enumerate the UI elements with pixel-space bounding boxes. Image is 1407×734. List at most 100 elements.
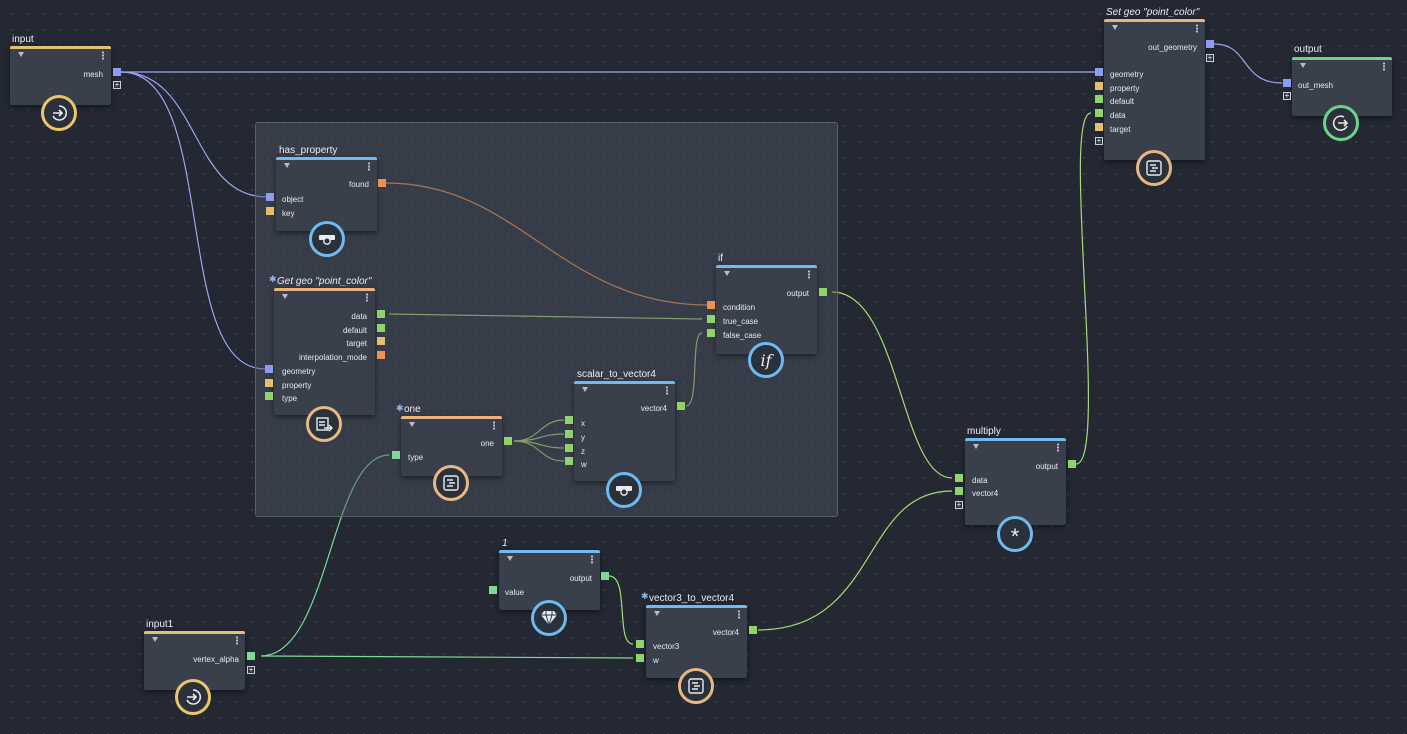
node-menu-icon[interactable] [666, 386, 668, 395]
node-menu-icon[interactable] [1196, 24, 1198, 33]
collapse-caret-icon[interactable] [18, 52, 24, 57]
y-input-port[interactable] [565, 430, 573, 438]
vector4-output-port[interactable] [749, 626, 757, 634]
set-geo-node[interactable]: out_geometry geometry property default d… [1104, 19, 1205, 160]
key-input-port[interactable] [266, 207, 274, 215]
port-label: vector4 [712, 628, 739, 637]
node-menu-icon[interactable] [1057, 443, 1059, 452]
node-menu-icon[interactable] [591, 555, 593, 564]
target-input-port[interactable] [1095, 123, 1103, 131]
collapse-caret-icon[interactable] [409, 422, 415, 427]
port-label: found [348, 180, 369, 189]
get-geo-node[interactable]: data default target interpolation_mode g… [274, 288, 375, 415]
type-input-port[interactable] [392, 451, 400, 459]
condition-input-port[interactable] [707, 301, 715, 309]
one-output-port[interactable] [504, 437, 512, 445]
node-menu-icon[interactable] [493, 421, 495, 430]
collapse-caret-icon[interactable] [1112, 25, 1118, 30]
collapse-caret-icon[interactable] [507, 556, 513, 561]
mesh-output-port[interactable] [113, 68, 121, 76]
type-input-port[interactable] [265, 392, 273, 400]
port-label: y [581, 433, 585, 442]
property-input-port[interactable] [265, 379, 273, 387]
geometry-input-port[interactable] [265, 365, 273, 373]
port-label: out_geometry [1148, 43, 1197, 52]
port-label: vector4 [640, 404, 667, 413]
node-menu-icon[interactable] [366, 293, 368, 302]
node-title: has_property [279, 145, 338, 156]
property-input-port[interactable] [1095, 82, 1103, 90]
node-menu-icon[interactable] [1383, 62, 1385, 71]
port-label: z [581, 447, 585, 456]
multiply-output-port[interactable] [1068, 460, 1076, 468]
node-menu-icon[interactable] [738, 610, 740, 619]
node-menu-icon[interactable] [236, 636, 238, 645]
interpolation-mode-output-port[interactable] [377, 351, 385, 359]
port-label: vector3 [653, 642, 680, 651]
multiply-node[interactable]: output data vector4 [965, 438, 1066, 525]
found-output-port[interactable] [378, 179, 386, 187]
add-port-button[interactable]: + [247, 665, 255, 674]
vertex-alpha-output-port[interactable] [247, 652, 255, 660]
true-case-input-port[interactable] [707, 315, 715, 323]
data-input-port[interactable] [1095, 109, 1103, 117]
add-port-button[interactable]: + [955, 500, 963, 509]
w-input-port[interactable] [636, 654, 644, 662]
port-label: vertex_alpha [193, 655, 239, 664]
scalar-to-vector4-node[interactable]: vector4 x y z w [574, 381, 675, 481]
wire-out-geometry-to-out-mesh [1213, 43, 1283, 84]
vector3-to-vector4-node[interactable]: vector4 vector3 w [646, 605, 747, 678]
collapse-caret-icon[interactable] [654, 611, 660, 616]
false-case-input-port[interactable] [707, 329, 715, 337]
x-input-port[interactable] [565, 416, 573, 424]
collapse-caret-icon[interactable] [973, 444, 979, 449]
data-output-port[interactable] [377, 310, 385, 318]
object-input-port[interactable] [266, 193, 274, 201]
has-property-node[interactable]: found object key [276, 157, 377, 231]
add-port-button[interactable]: + [1095, 136, 1103, 145]
add-port-button[interactable]: + [1283, 91, 1291, 100]
w-input-port[interactable] [565, 457, 573, 465]
value-input-port[interactable] [489, 586, 497, 594]
port-label: default [1110, 97, 1135, 106]
vector4-input-port[interactable] [955, 487, 963, 495]
node-menu-icon[interactable] [102, 51, 104, 60]
port-label: mesh [83, 70, 103, 79]
export-doc-icon [306, 406, 342, 442]
vector4-output-port[interactable] [677, 402, 685, 410]
port-label: true_case [723, 317, 759, 326]
port-label: object [282, 195, 304, 204]
collapse-caret-icon[interactable] [582, 387, 588, 392]
port-label: property [282, 381, 312, 390]
out-mesh-input-port[interactable] [1283, 79, 1291, 87]
geometry-input-port[interactable] [1095, 68, 1103, 76]
if-output-port[interactable] [819, 288, 827, 296]
default-output-port[interactable] [377, 324, 385, 332]
if-node[interactable]: output condition true_case false_case [716, 265, 817, 354]
collapse-caret-icon[interactable] [152, 637, 158, 642]
default-input-port[interactable] [1095, 95, 1103, 103]
target-output-port[interactable] [377, 337, 385, 345]
vector3-input-port[interactable] [636, 640, 644, 648]
port-label: property [1110, 84, 1140, 93]
wire-if-output-to-multiply-data [831, 291, 953, 479]
add-port-button[interactable]: + [1206, 53, 1214, 62]
out-geometry-port[interactable] [1206, 40, 1214, 48]
node-menu-icon[interactable] [368, 162, 370, 171]
z-input-port[interactable] [565, 444, 573, 452]
port-label: output [1035, 462, 1058, 471]
port-label: type [282, 394, 298, 403]
constant-output-port[interactable] [601, 572, 609, 580]
port-label: data [972, 476, 988, 485]
collapse-caret-icon[interactable] [282, 294, 288, 299]
data-input-port[interactable] [955, 474, 963, 482]
node-title: scalar_to_vector4 [577, 369, 656, 380]
node-title: Set geo "point_color" [1106, 7, 1200, 18]
collapse-caret-icon[interactable] [724, 271, 730, 276]
add-port-button[interactable]: + [113, 80, 121, 89]
node-menu-icon[interactable] [808, 270, 810, 279]
collapse-caret-icon[interactable] [1300, 63, 1306, 68]
collapse-caret-icon[interactable] [284, 163, 290, 168]
port-label: interpolation_mode [298, 353, 367, 362]
port-label: false_case [723, 331, 762, 340]
